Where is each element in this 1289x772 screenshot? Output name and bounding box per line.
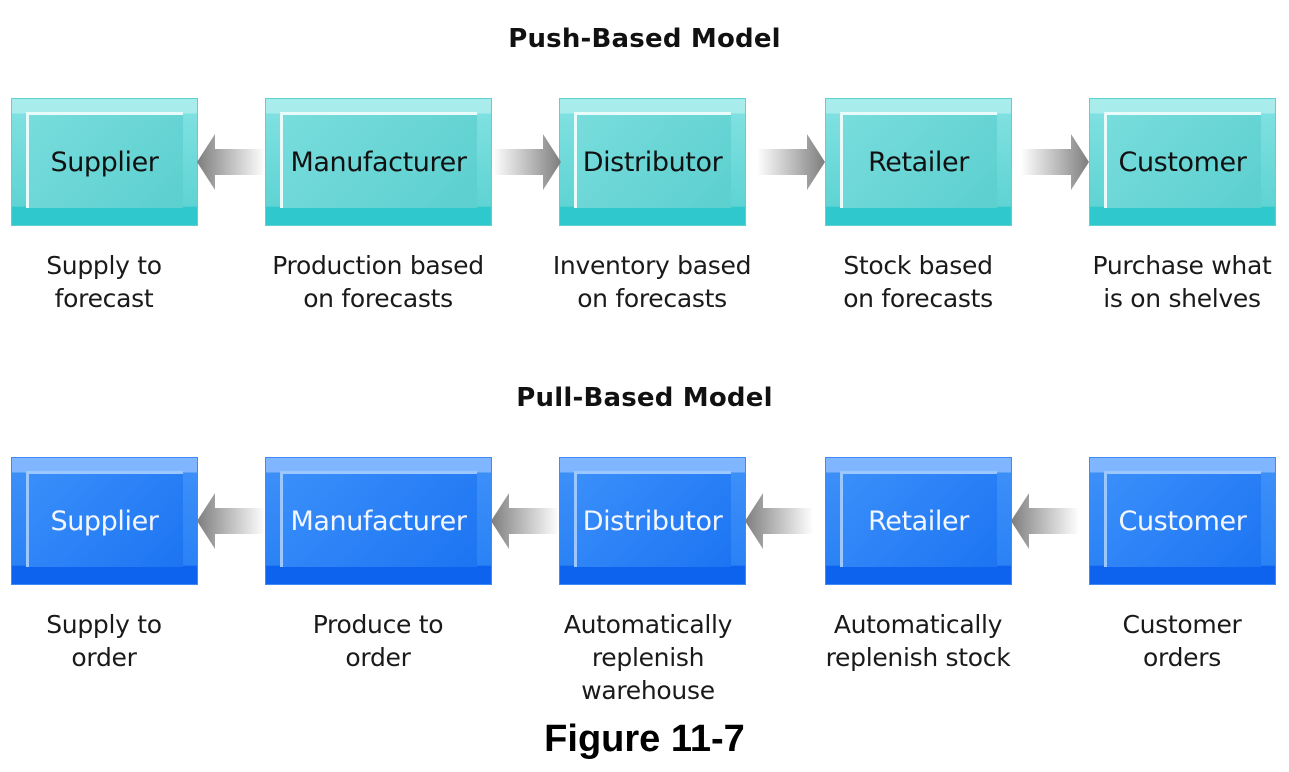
arrow-shape	[1021, 134, 1089, 190]
arrow-shape	[491, 493, 559, 549]
pull-caption-customer: Customer orders	[1122, 610, 1242, 672]
pull-stage-distributor: Distributor	[559, 457, 746, 585]
push-model-title: Push-Based Model	[508, 24, 781, 54]
stage-label: Retailer	[868, 146, 969, 178]
arrow-left-icon	[745, 493, 813, 549]
arrow-left-icon	[197, 493, 265, 549]
pull-caption-manufacturer: Produce to order	[312, 610, 444, 672]
arrow-shape	[1011, 493, 1079, 549]
pull-caption-retailer: Automatically replenish stock	[825, 610, 1011, 672]
stage-label: Manufacturer	[290, 146, 467, 178]
pull-caption-distributor: Automatically replenish warehouse	[563, 610, 733, 705]
arrow-shape	[745, 493, 813, 549]
arrow-shape	[197, 493, 265, 549]
arrow-shape	[197, 134, 265, 190]
stage-label: Distributor	[582, 505, 723, 537]
stage-label: Distributor	[582, 146, 723, 178]
stage-label: Customer	[1118, 146, 1247, 178]
pull-caption-supplier: Supply to order	[46, 610, 162, 672]
push-caption-retailer: Stock based on forecasts	[843, 251, 993, 313]
pull-stage-supplier: Supplier	[11, 457, 198, 585]
arrow-shape	[757, 134, 825, 190]
stage-label: Retailer	[868, 505, 969, 537]
arrow-left-icon	[491, 493, 559, 549]
push-caption-supplier: Supply to forecast	[46, 251, 162, 313]
pull-stage-retailer: Retailer	[825, 457, 1012, 585]
arrow-left-icon	[197, 134, 265, 190]
push-caption-manufacturer: Production based on forecasts	[272, 251, 484, 313]
push-stage-supplier: Supplier	[11, 98, 198, 226]
push-caption-customer: Purchase what is on shelves	[1092, 251, 1272, 313]
pull-stage-customer: Customer	[1089, 457, 1276, 585]
stage-label: Supplier	[50, 146, 159, 178]
pull-model-title: Pull-Based Model	[516, 383, 773, 413]
arrow-right-icon	[1021, 134, 1089, 190]
arrow-left-icon	[1011, 493, 1079, 549]
stage-label: Customer	[1118, 505, 1247, 537]
figure-caption: Figure 11-7	[544, 718, 745, 760]
push-caption-distributor: Inventory based on forecasts	[552, 251, 752, 313]
push-stage-customer: Customer	[1089, 98, 1276, 226]
pull-stage-manufacturer: Manufacturer	[265, 457, 492, 585]
push-stage-retailer: Retailer	[825, 98, 1012, 226]
arrow-shape	[493, 134, 561, 190]
arrow-right-icon	[493, 134, 561, 190]
push-stage-manufacturer: Manufacturer	[265, 98, 492, 226]
arrow-right-icon	[757, 134, 825, 190]
push-stage-distributor: Distributor	[559, 98, 746, 226]
stage-label: Manufacturer	[290, 505, 467, 537]
stage-label: Supplier	[50, 505, 159, 537]
